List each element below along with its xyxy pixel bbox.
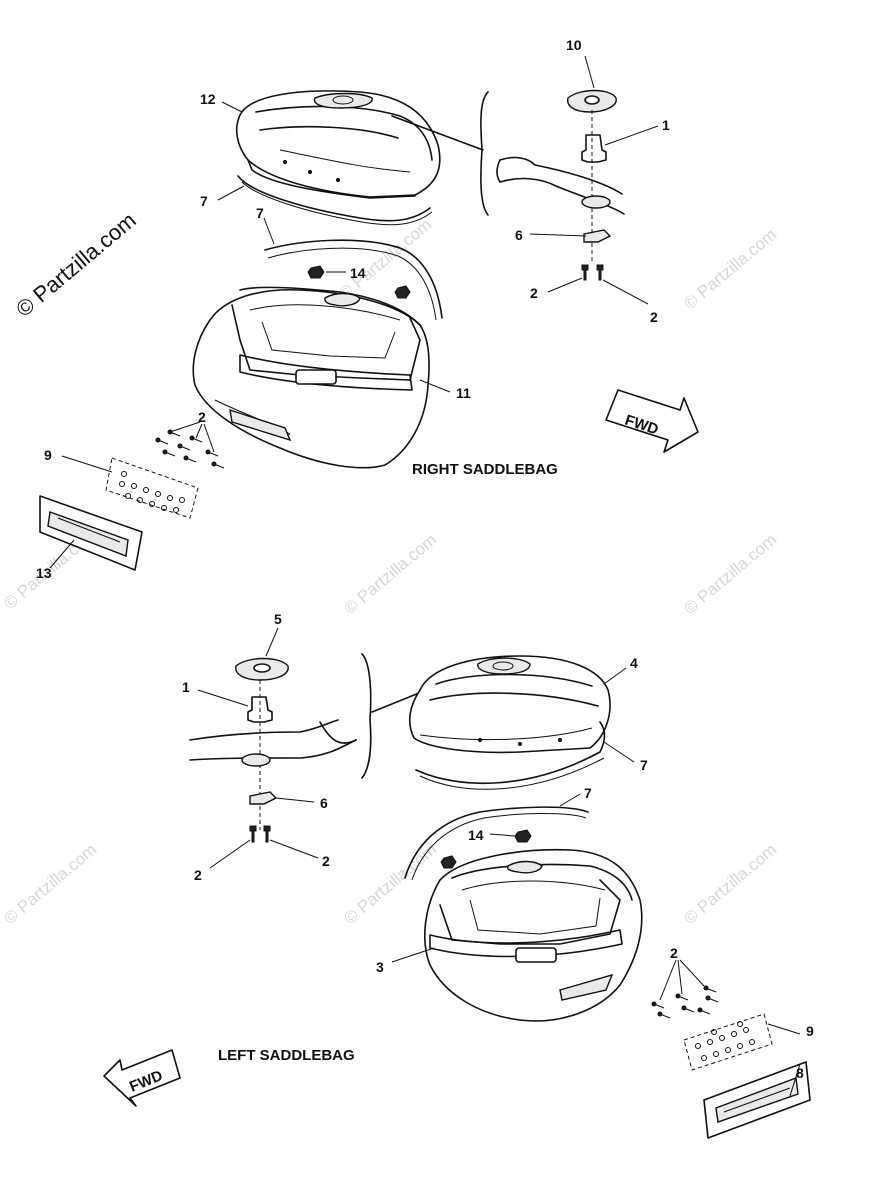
callout-7: 7 (584, 785, 592, 801)
right-saddlebag-title: RIGHT SADDLEBAG (412, 461, 558, 478)
right-bolt-part-2b (596, 264, 604, 281)
watermark-tile: © Partzilla.com (0, 840, 100, 928)
callout-2: 2 (322, 853, 330, 869)
callout-2: 2 (198, 409, 206, 425)
right-lock-plate-part-6 (583, 229, 612, 243)
callout-14: 14 (350, 265, 366, 281)
right-case-part-11 (192, 286, 430, 469)
callout-10: 10 (566, 37, 582, 53)
left-bolt-part-2a (249, 825, 257, 843)
left-reflector-part-8 (703, 1061, 811, 1139)
right-lower-seal-part-7 (264, 239, 443, 319)
watermark-tile: © Partzilla.com (340, 530, 440, 618)
right-screws-part-2 (155, 429, 225, 469)
right-nut-part-14b (394, 285, 411, 299)
watermark-tile: © Partzilla.com (340, 840, 440, 928)
callout-5: 5 (274, 611, 282, 627)
callout-7: 7 (256, 205, 264, 221)
callout-8: 8 (796, 1065, 804, 1081)
watermark-tile: © Partzilla.com (335, 215, 435, 303)
left-nut-part-14a (514, 829, 532, 843)
callout-6: 6 (515, 227, 523, 243)
left-lock-plate-part-6 (249, 791, 278, 805)
right-saddlebag-group: FWD RIGHT SADDLEBAG (39, 55, 699, 571)
left-grommet-set-part-9 (683, 1013, 773, 1071)
callout-7: 7 (640, 757, 648, 773)
callout-2: 2 (194, 867, 202, 883)
callout-2: 2 (650, 309, 658, 325)
right-lock-assembly (496, 89, 625, 281)
callout-3: 3 (376, 959, 384, 975)
right-reflector-part-13 (39, 495, 143, 571)
left-upper-seal-part-7 (415, 721, 606, 785)
right-lock-cylinder-part-1 (581, 134, 607, 163)
watermark-tile: © Partzilla.com (680, 530, 780, 618)
callout-12: 12 (200, 91, 216, 107)
callout-14: 14 (468, 827, 484, 843)
left-screws-part-2 (651, 985, 719, 1019)
fwd-arrow-right: FWD (605, 389, 699, 453)
callout-1: 1 (182, 679, 190, 695)
watermark-main: © Partzilla.com (11, 207, 141, 321)
callout-1: 1 (662, 117, 670, 133)
left-lower-seal-part-7 (404, 806, 589, 879)
callout-9: 9 (44, 447, 52, 463)
left-lid-part-4 (408, 655, 611, 754)
left-case-part-3 (424, 848, 643, 1022)
fwd-arrow-left: FWD (103, 1049, 181, 1107)
left-saddlebag-title: LEFT SADDLEBAG (218, 1047, 355, 1064)
left-nut-part-14b (440, 855, 457, 869)
callout-6: 6 (320, 795, 328, 811)
watermark-tile: © Partzilla.com (680, 225, 780, 313)
watermark-tile: © Partzilla.com (680, 840, 780, 928)
left-bolt-part-2b (263, 825, 271, 843)
right-upper-seal-part-7 (237, 175, 431, 222)
callout-2: 2 (670, 945, 678, 961)
left-lock-assembly (189, 657, 357, 843)
callout-13: 13 (36, 565, 52, 581)
callout-numbers: 10 1 12 7 7 6 14 2 2 11 2 9 13 5 1 4 7 6… (36, 37, 814, 1081)
right-bolt-part-2a (581, 264, 589, 281)
left-saddlebag-group: FWD LEFT SADDLEBAG (103, 627, 811, 1139)
callout-11: 11 (456, 385, 471, 401)
callout-2: 2 (530, 285, 538, 301)
right-grommet-set-part-9 (105, 457, 199, 519)
callout-4: 4 (630, 655, 638, 671)
right-nut-part-14a (307, 265, 325, 279)
right-lid-part-12 (235, 90, 441, 199)
callout-9: 9 (806, 1023, 814, 1039)
callout-7: 7 (200, 193, 208, 209)
